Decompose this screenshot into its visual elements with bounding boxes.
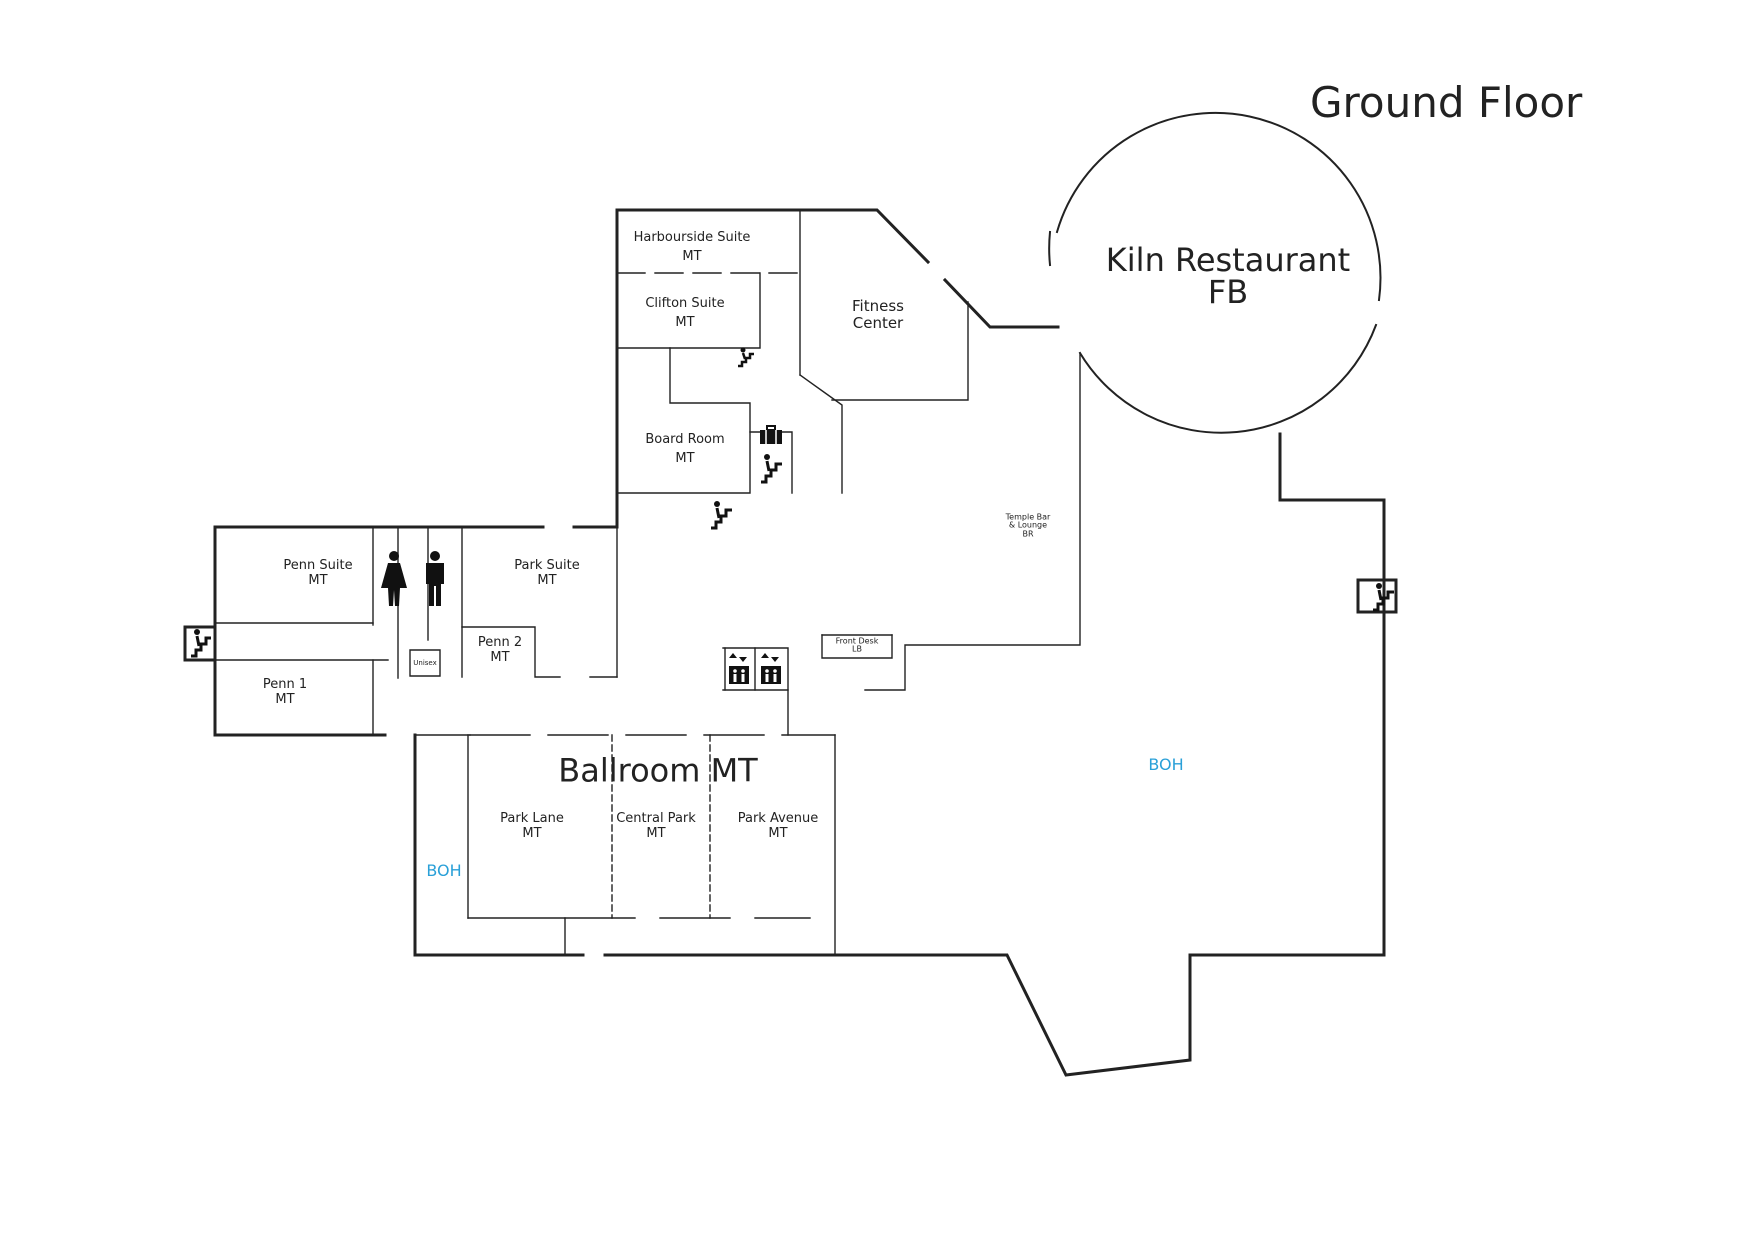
room-name: Park Suite [514,558,580,574]
luggage-icon [760,425,782,444]
room-ballroom[interactable]: Ballroom MT [558,751,758,790]
room-kiln-restaurant[interactable]: Kiln Restaurant FB [1106,244,1350,308]
room-boh-right[interactable]: BOH [1148,754,1184,774]
room-name: Penn 1 [262,677,308,693]
room-code: MT [675,315,695,330]
room-name: Park Lane [500,811,564,827]
elevator-icon [761,653,781,684]
room-name: Central Park [616,811,696,827]
room-name-line1: Temple Bar [1005,512,1051,522]
room-name: BOH [1148,754,1184,774]
outer-walls [183,208,1398,1077]
female-restroom-icon [381,551,407,606]
stairs-icon [761,454,782,484]
room-code: LB [852,645,862,654]
room-code: MT [490,650,510,665]
stairs-icon [191,629,211,658]
room-code: FB [1207,273,1249,311]
room-name: Kiln Restaurant [1105,241,1351,279]
room-name: Unisex [413,658,437,667]
room-code: MT [275,692,295,707]
room-name: Front Desk [835,636,879,646]
room-name-line2: Center [852,314,904,332]
room-name: Penn 2 [477,635,523,651]
stairs-icon [738,347,754,368]
room-board-room[interactable]: Board Room MT [645,432,725,467]
room-name: Board Room [645,432,725,448]
room-park-avenue[interactable]: Park Avenue MT [737,811,819,842]
room-code: MT [522,826,542,841]
room-code: MT [768,826,788,841]
room-boh-left[interactable]: BOH [426,860,462,880]
elevator-icon [729,653,749,684]
room-code: MT [646,826,666,841]
stairs-icon [711,501,732,530]
room-central-park[interactable]: Central Park MT [616,811,696,842]
room-clifton-suite[interactable]: Clifton Suite MT [645,296,725,331]
room-name: Park Avenue [737,811,819,827]
room-park-suite[interactable]: Park Suite MT [514,558,580,589]
room-code: BR [1022,529,1034,539]
room-code: MT [308,573,328,588]
floor-title: Ground Floor [1310,78,1583,127]
room-temple-bar[interactable]: Temple Bar & Lounge BR [1005,512,1051,539]
interior-walls [214,209,1081,956]
room-penn-2[interactable]: Penn 2 MT [477,635,523,666]
room-code: MT [682,249,702,264]
room-harbourside-suite[interactable]: Harbourside Suite MT [633,230,751,265]
room-penn-1[interactable]: Penn 1 MT [262,677,308,708]
front-desk[interactable]: Front Desk LB [835,636,879,655]
room-name: Clifton Suite [645,296,725,312]
room-name: BOH [426,860,462,880]
room-name-line2: & Lounge [1008,520,1048,530]
room-fitness-center[interactable]: Fitness Center [852,296,904,333]
stairs-icon [1373,583,1394,612]
room-code: MT [537,573,557,588]
room-name: Ballroom MT [558,751,758,790]
kiln-restaurant-wall [1048,111,1382,434]
room-penn-suite[interactable]: Penn Suite MT [283,558,353,589]
room-code: MT [675,451,695,466]
room-park-lane[interactable]: Park Lane MT [500,811,564,842]
male-restroom-icon [426,551,444,606]
room-name-line1: Fitness [852,296,904,315]
room-name: Penn Suite [283,558,353,574]
room-unisex[interactable]: Unisex [413,659,436,667]
room-name: Harbourside Suite [633,230,751,246]
